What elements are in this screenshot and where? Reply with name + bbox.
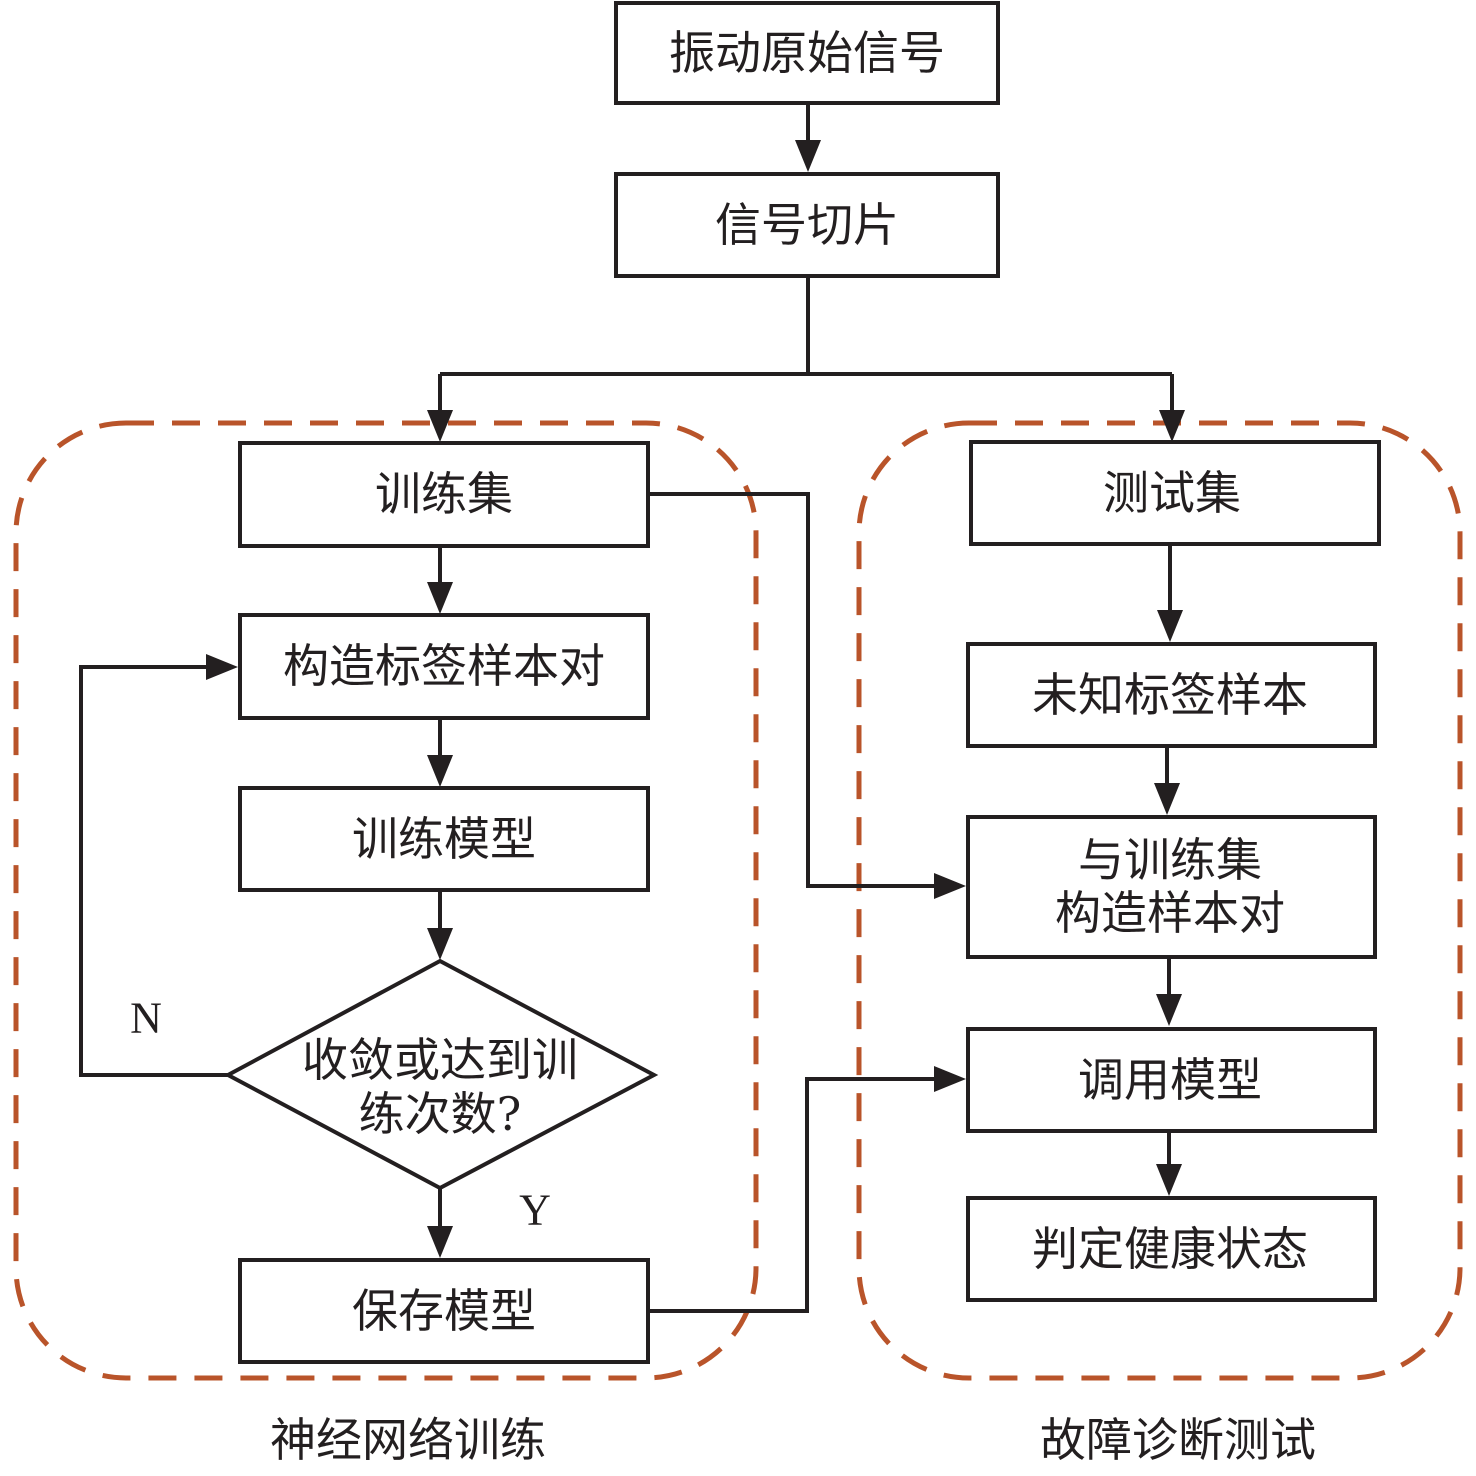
group-label-training: 神经网络训练 — [270, 1413, 546, 1467]
node-unknown-label-samples: 未知标签样本 — [966, 642, 1377, 748]
node-label: 与训练集 — [1078, 833, 1262, 887]
arrowhead-icon — [427, 928, 453, 960]
node-signal-slice: 信号切片 — [614, 172, 1000, 278]
node-label: 构造标签样本对 — [283, 639, 605, 693]
node-label: 测试集 — [1103, 466, 1241, 520]
edge-train-set-to-pair — [648, 492, 952, 888]
edge-slice-split — [438, 276, 1174, 430]
branch-label-no: N — [130, 994, 162, 1043]
node-test-set: 测试集 — [969, 440, 1381, 546]
group-box-training — [13, 420, 759, 1381]
arrowhead-icon — [427, 410, 453, 442]
branch-label-yes: Y — [519, 1186, 551, 1235]
group-box-testing — [856, 420, 1463, 1381]
node-label: 调用模型 — [1078, 1053, 1262, 1107]
node-label: 保存模型 — [352, 1284, 536, 1338]
edge-save-to-call — [648, 1077, 952, 1313]
arrowhead-icon — [1157, 610, 1183, 642]
node-converge-decision: 收敛或达到训 练次数? — [223, 958, 659, 1191]
group-label-testing: 故障诊断测试 — [1040, 1413, 1316, 1467]
arrowhead-icon — [934, 873, 966, 899]
node-label: 练次数? — [359, 1087, 522, 1141]
arrowhead-icon — [934, 1066, 966, 1092]
arrowhead-icon — [427, 1226, 453, 1258]
arrowhead-icon — [1156, 994, 1182, 1026]
edges — [79, 104, 1185, 1313]
node-label: 未知标签样本 — [1032, 668, 1308, 722]
node-pair-with-train-set: 与训练集 构造样本对 — [966, 815, 1377, 959]
node-call-model: 调用模型 — [966, 1027, 1377, 1133]
node-label: 训练集 — [375, 467, 513, 521]
arrowhead-icon — [427, 755, 453, 787]
node-build-label-pairs: 构造标签样本对 — [238, 613, 650, 720]
arrowhead-icon — [427, 582, 453, 614]
arrowhead-icon — [206, 654, 238, 680]
node-train-set: 训练集 — [238, 441, 650, 548]
node-label: 判定健康状态 — [1032, 1222, 1308, 1276]
node-label: 训练模型 — [352, 812, 536, 866]
node-label: 信号切片 — [715, 198, 899, 252]
arrowhead-icon — [1156, 1164, 1182, 1196]
node-save-model: 保存模型 — [238, 1258, 650, 1364]
arrowhead-icon — [1154, 783, 1180, 815]
edge-converge-no-loop — [79, 665, 228, 1077]
node-train-model: 训练模型 — [238, 786, 650, 892]
arrowhead-icon — [1159, 410, 1185, 442]
node-label: 构造样本对 — [1055, 886, 1285, 940]
node-label: 振动原始信号 — [669, 26, 945, 80]
arrowhead-icon — [795, 140, 821, 172]
node-judge-health-state: 判定健康状态 — [966, 1196, 1377, 1302]
node-label: 收敛或达到训 — [302, 1033, 578, 1087]
node-raw-signal: 振动原始信号 — [614, 1, 1000, 105]
